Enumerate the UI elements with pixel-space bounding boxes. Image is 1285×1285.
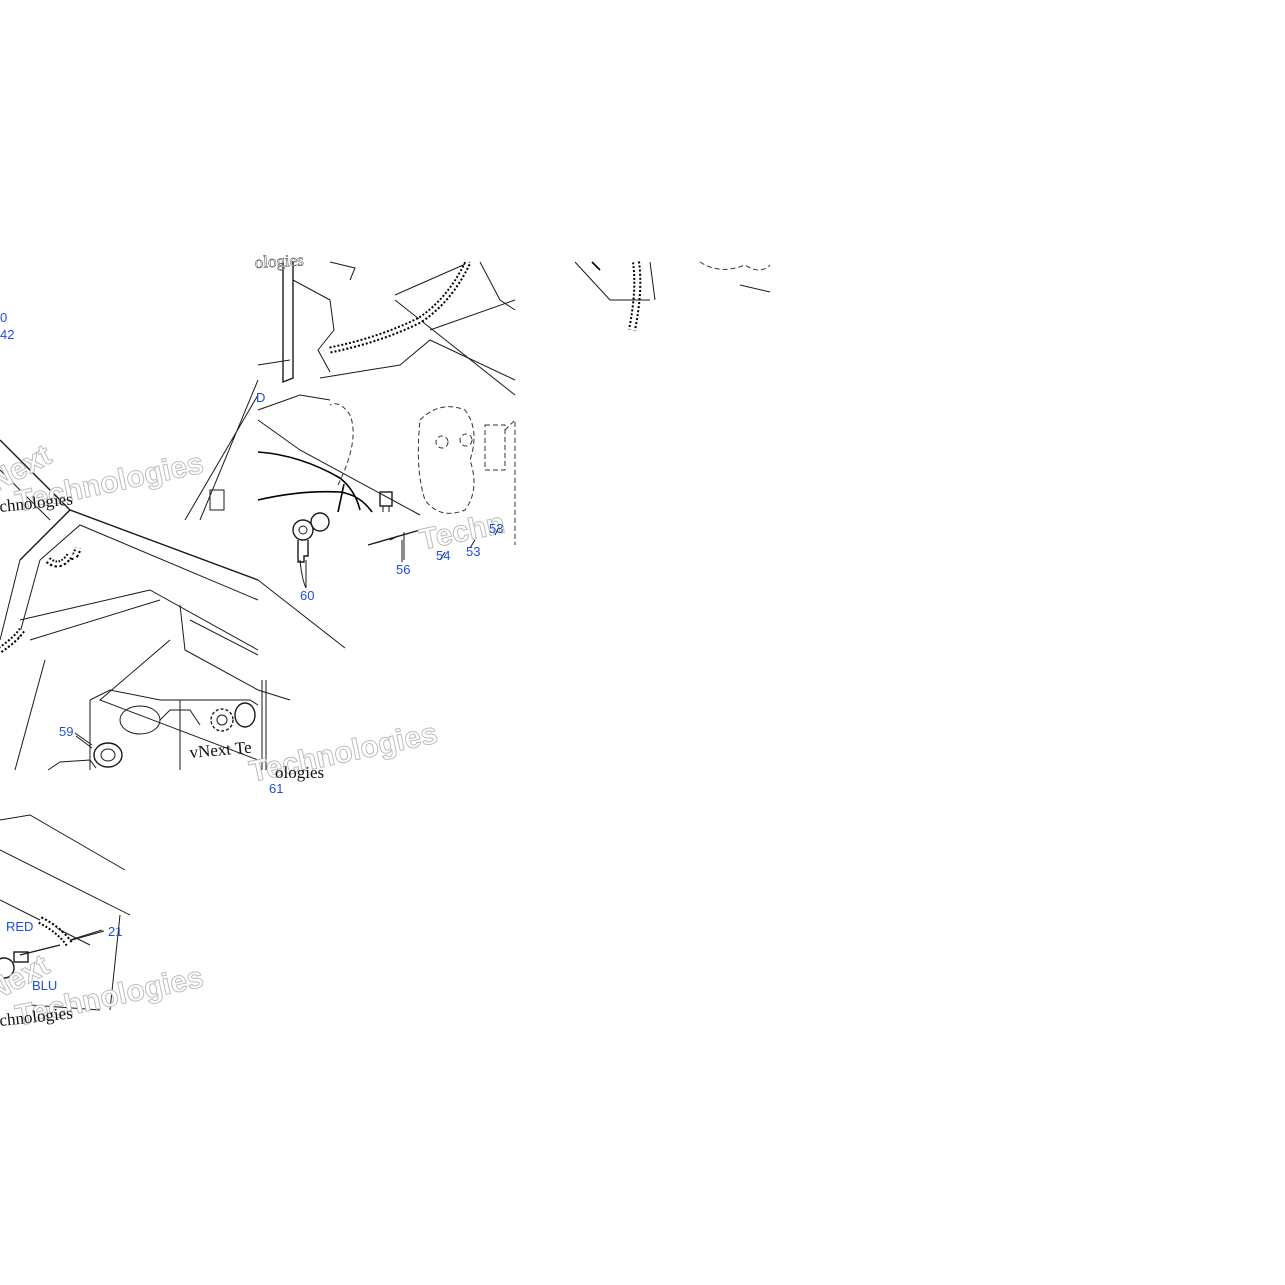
watermark-chnologies-left: chnologies bbox=[0, 489, 74, 516]
callout-60: 60 bbox=[300, 588, 314, 603]
callout-54: 54 bbox=[436, 548, 450, 563]
callouts: 0 42 D 53 53 54 56 60 59 61 RED 21 BLU bbox=[0, 310, 503, 993]
tile-bottom-left bbox=[0, 814, 131, 1011]
tile-top-center bbox=[184, 260, 516, 589]
watermark-chnologies-bottom-left: chnologies bbox=[0, 1003, 74, 1030]
watermarks: ologies Next Technologies chnologies Tec… bbox=[0, 250, 508, 1033]
callout-0: 0 bbox=[0, 310, 7, 325]
callout-56: 56 bbox=[396, 562, 410, 577]
tile-top-right bbox=[574, 261, 771, 331]
callout-21: 21 bbox=[108, 924, 122, 939]
callout-53-lower: 53 bbox=[466, 544, 480, 559]
tile-middle-left bbox=[0, 439, 346, 771]
callout-BLU: BLU bbox=[32, 978, 57, 993]
callout-42: 42 bbox=[0, 327, 14, 342]
watermark-ologies-top: ologies bbox=[254, 250, 304, 272]
callout-53-upper: 53 bbox=[489, 521, 503, 536]
callout-59: 59 bbox=[59, 724, 73, 739]
callout-RED: RED bbox=[6, 919, 33, 934]
watermark-ologies-bottom: ologies bbox=[275, 763, 324, 782]
watermark-vnext-te: vNext Te bbox=[189, 738, 253, 762]
callout-61: 61 bbox=[269, 781, 283, 796]
leader-lines bbox=[71, 540, 403, 941]
callout-D: D bbox=[256, 390, 265, 405]
